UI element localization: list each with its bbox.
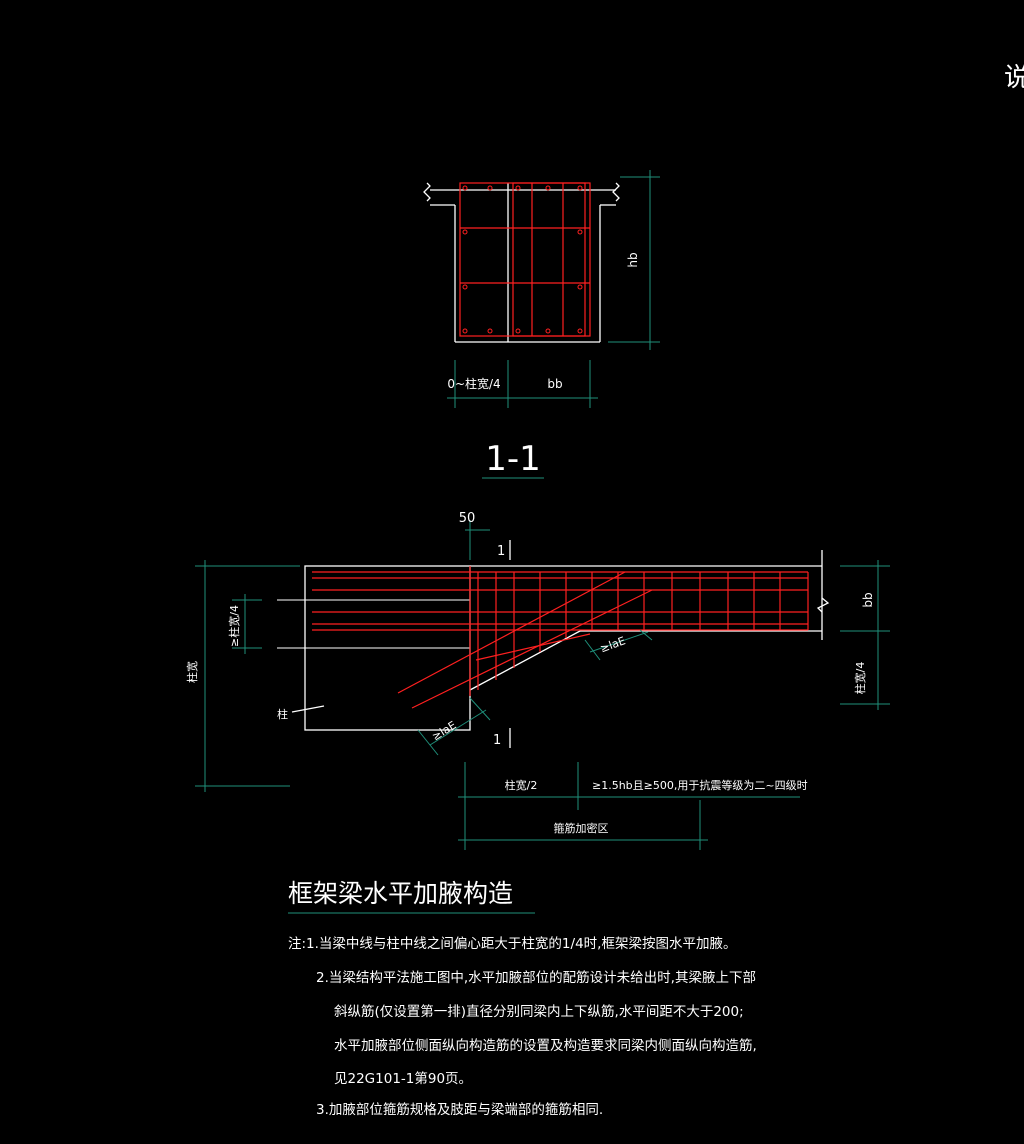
lae-label-1: ≥laE: [430, 719, 459, 744]
note-line: 见22G101-1第90页。: [334, 1070, 472, 1087]
section-bars: [462, 185, 583, 334]
dim-50: 50: [459, 511, 476, 526]
corner-text: 说: [1004, 63, 1024, 93]
plan-axis: [277, 599, 470, 649]
dim-extent: ≥1.5hb且≥500,用于抗震等级为二~四级时: [592, 778, 808, 792]
notes: 注:1.当梁中线与柱中线之间偏心距大于柱宽的1/4时,框架梁按图水平加腋。 2.…: [288, 935, 757, 1118]
cut-mark-bottom: 1: [493, 733, 501, 748]
column-label: 柱: [277, 707, 288, 721]
note-line: 水平加腋部位侧面纵向构造筋的设置及构造要求同梁内侧面纵向构造筋,: [334, 1037, 757, 1054]
note-line: 3.加腋部位箍筋规格及肢距与梁端部的箍筋相同.: [316, 1101, 603, 1118]
cut-mark-top: 1: [497, 544, 505, 559]
plan-view: 50 1 1 柱宽 ≥柱宽/4 bb 柱宽/4 柱 ≥laE ≥laE 柱宽/2…: [185, 511, 890, 850]
note-line: 斜纵筋(仅设置第一排)直径分别同梁内上下纵筋,水平间距不大于200;: [334, 1003, 744, 1020]
dim-quarter-right: 柱宽/4: [853, 662, 867, 695]
section-dimensions: [447, 170, 660, 479]
note-line: 注:1.当梁中线与柱中线之间偏心距大于柱宽的1/4时,框架梁按图水平加腋。: [288, 935, 736, 952]
section-rebar: [459, 182, 591, 337]
hb-dimension: hb: [626, 252, 640, 267]
note-line: 2.当梁结构平法施工图中,水平加腋部位的配筋设计未给出时,其梁腋上下部: [316, 969, 756, 986]
bb-dimension: bb: [547, 377, 562, 391]
dim-quarter-left: ≥柱宽/4: [227, 605, 241, 647]
section-label: 1-1: [485, 439, 541, 479]
section-1-1: hb 0~柱宽/4 bb 1-1: [423, 170, 660, 479]
dim-bb-right: bb: [861, 592, 875, 607]
dim-zone: 箍筋加密区: [554, 821, 609, 835]
lae-label-2: ≥laE: [598, 634, 627, 655]
plan-rebar: [312, 566, 809, 709]
plan-outline: [291, 540, 830, 748]
dim-col-width: 柱宽: [185, 661, 199, 683]
plan-dimensions: [195, 520, 890, 850]
drawing-title: 框架梁水平加腋构造: [288, 879, 513, 908]
offset-dimension: 0~柱宽/4: [447, 376, 500, 391]
dim-half-col: 柱宽/2: [505, 778, 538, 792]
